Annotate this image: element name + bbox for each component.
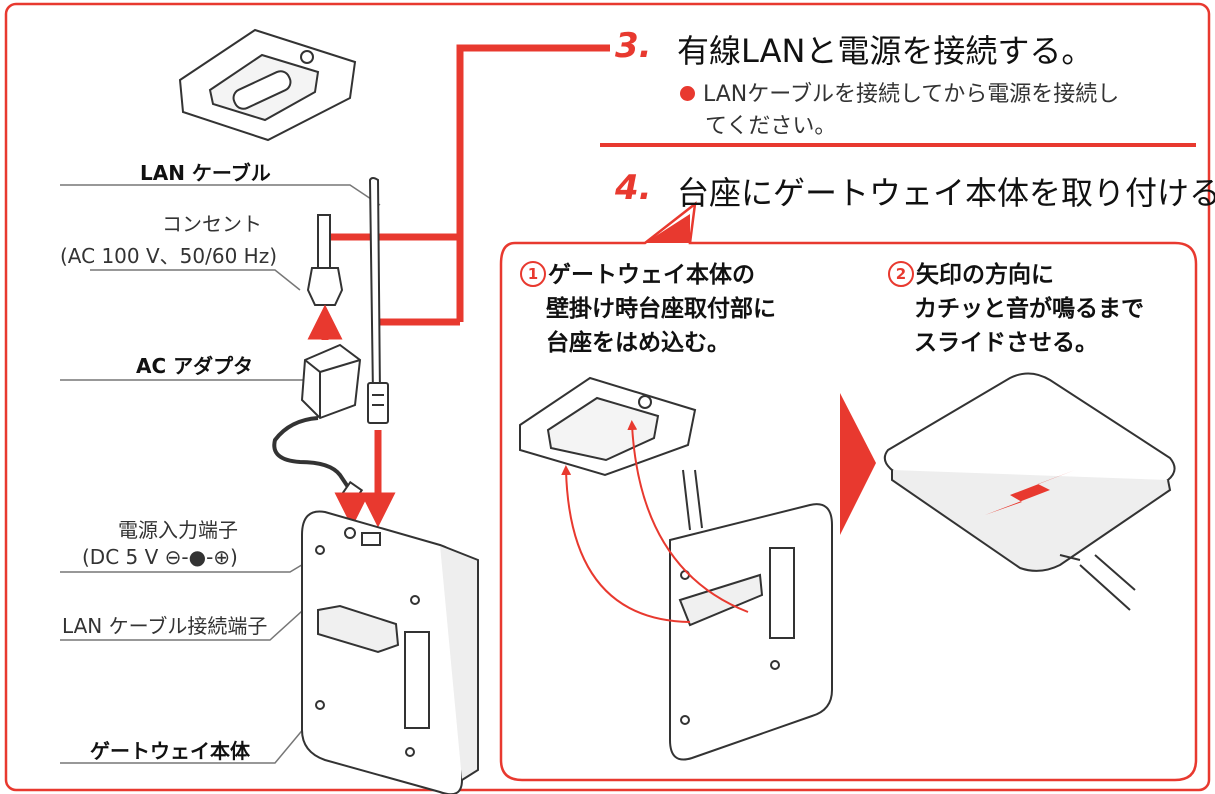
label-outlet-spec: (AC 100 V、50/60 Hz) xyxy=(60,244,278,268)
substep2-line2: カチッと音が鳴るまで xyxy=(914,296,1144,322)
ac-adapter xyxy=(272,343,364,504)
substep2-line1: 矢印の方向に xyxy=(916,262,1054,288)
step3-note-text: LANケーブルを接続してから電源を接続し xyxy=(703,82,1120,107)
gateway-body-left xyxy=(301,510,479,794)
substep1-line3: 台座をはめ込む。 xyxy=(546,330,730,356)
step3-number: 3. xyxy=(615,26,652,66)
fit-arrows xyxy=(561,420,749,623)
next-arrow xyxy=(840,393,876,535)
label-ac-adapter: AC アダプタ xyxy=(136,354,254,378)
slide-arrow xyxy=(985,470,1075,515)
gateway-slide xyxy=(883,372,1176,611)
lan-cable xyxy=(367,177,389,424)
step3-note-cont: てください。 xyxy=(705,114,837,139)
base-plate-top xyxy=(178,28,357,142)
substep1-number: 1 xyxy=(520,260,546,287)
label-lan-port: LAN ケーブル接続端子 xyxy=(62,614,268,638)
pointer-triangle xyxy=(645,214,690,243)
label-lan-cable: LAN ケーブル xyxy=(140,161,271,185)
label-outlet: コンセント xyxy=(162,212,262,236)
substep2-number: 2 xyxy=(888,260,914,287)
step3-note: LANケーブルを接続してから電源を接続し xyxy=(680,78,1119,112)
outer-frame xyxy=(4,2,1211,792)
substep2-line3: スライドさせる。 xyxy=(914,330,1098,356)
label-power-port: 電源入力端子 xyxy=(118,518,238,542)
power-plug xyxy=(306,214,344,306)
step3-title: 有線LANと電源を接続する。 xyxy=(677,32,1094,70)
label-power-spec: (DC 5 V ⊖-●-⊕) xyxy=(82,545,238,569)
label-gateway: ゲートウェイ本体 xyxy=(90,739,250,763)
step3-connector xyxy=(330,44,610,326)
substep1-line1: ゲートウェイ本体の xyxy=(548,262,755,288)
bullet-icon xyxy=(680,85,695,101)
step4-title: 台座にゲートウェイ本体を取り付ける。 xyxy=(677,174,1215,212)
substep1-line2: 壁掛け時台座取付部に xyxy=(546,296,776,322)
step4-number: 4. xyxy=(615,168,652,208)
base-plate-substep1 xyxy=(519,376,697,477)
